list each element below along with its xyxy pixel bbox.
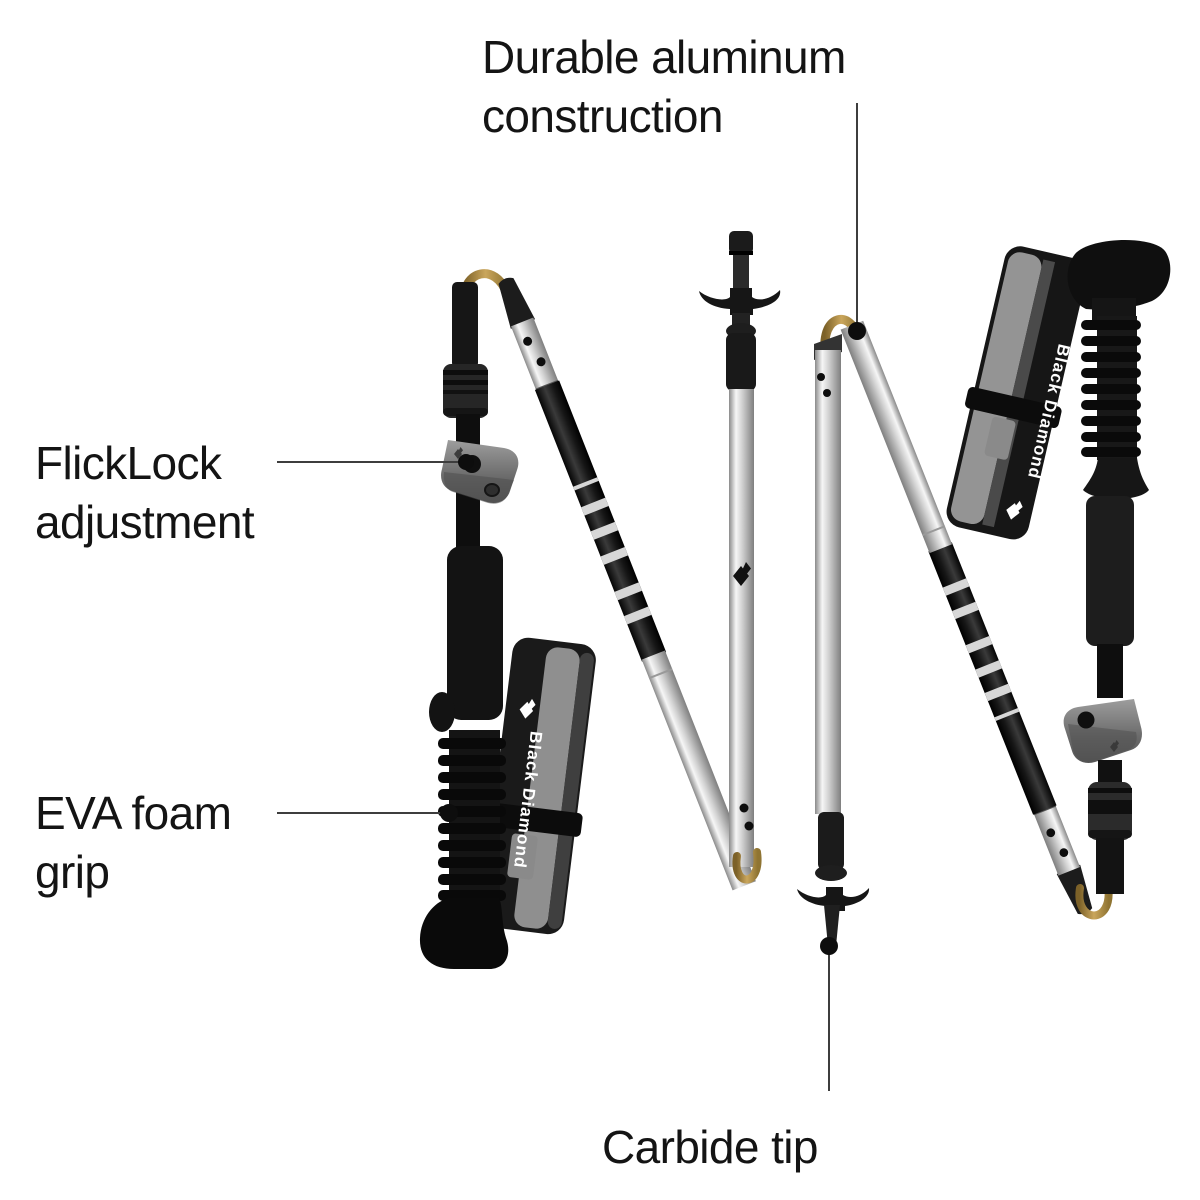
locking-collar: [1088, 782, 1132, 840]
callout-label-line: EVA foam: [35, 787, 232, 839]
grip-pommel: [1067, 240, 1171, 310]
pole-left-grip-section: [419, 282, 519, 969]
callout-dots: [440, 322, 866, 955]
cable-left-bottom: [732, 848, 762, 884]
callout-leaders: [277, 103, 858, 1091]
callout-label-line: FlickLock: [35, 437, 222, 489]
pole-section-tip-down: [797, 334, 870, 949]
grip-pommel: [419, 898, 509, 969]
callout-dot-eva-foam: [440, 804, 458, 822]
callout-label-line: Durable aluminum: [482, 31, 846, 83]
eva-foam-grip: [1081, 316, 1149, 646]
callout-label-durable-aluminum: Durable aluminum construction: [482, 28, 846, 146]
locking-collar: [443, 364, 488, 418]
callout-label-carbide-tip: Carbide tip: [602, 1118, 818, 1177]
pole-right-grip-section: [1063, 240, 1171, 894]
callout-label-line: adjustment: [35, 496, 255, 548]
pole-section-tip-up: [699, 231, 781, 867]
cable-right-bottom: [1075, 882, 1113, 920]
callout-label-flicklock: FlickLock adjustment: [35, 434, 255, 552]
eva-foam-grip: [419, 546, 509, 969]
callout-label-line: construction: [482, 90, 723, 142]
callout-label-line: Carbide tip: [602, 1121, 818, 1173]
flicklock-clamp: [1063, 699, 1142, 763]
callout-label-eva-foam-grip: EVA foam grip: [35, 784, 232, 902]
callout-dot-flicklock: [458, 454, 474, 470]
wrist-strap-left: Black Diamond: [480, 637, 596, 935]
trekking-basket: [699, 288, 781, 315]
callout-dot-durable-aluminum: [848, 322, 866, 340]
pole-cable-joints-bottom: [732, 848, 1113, 920]
trekking-basket: [797, 887, 870, 911]
callout-dot-carbide-tip: [820, 937, 838, 955]
flicklock-clamp: [441, 440, 519, 504]
callout-label-line: grip: [35, 846, 110, 898]
